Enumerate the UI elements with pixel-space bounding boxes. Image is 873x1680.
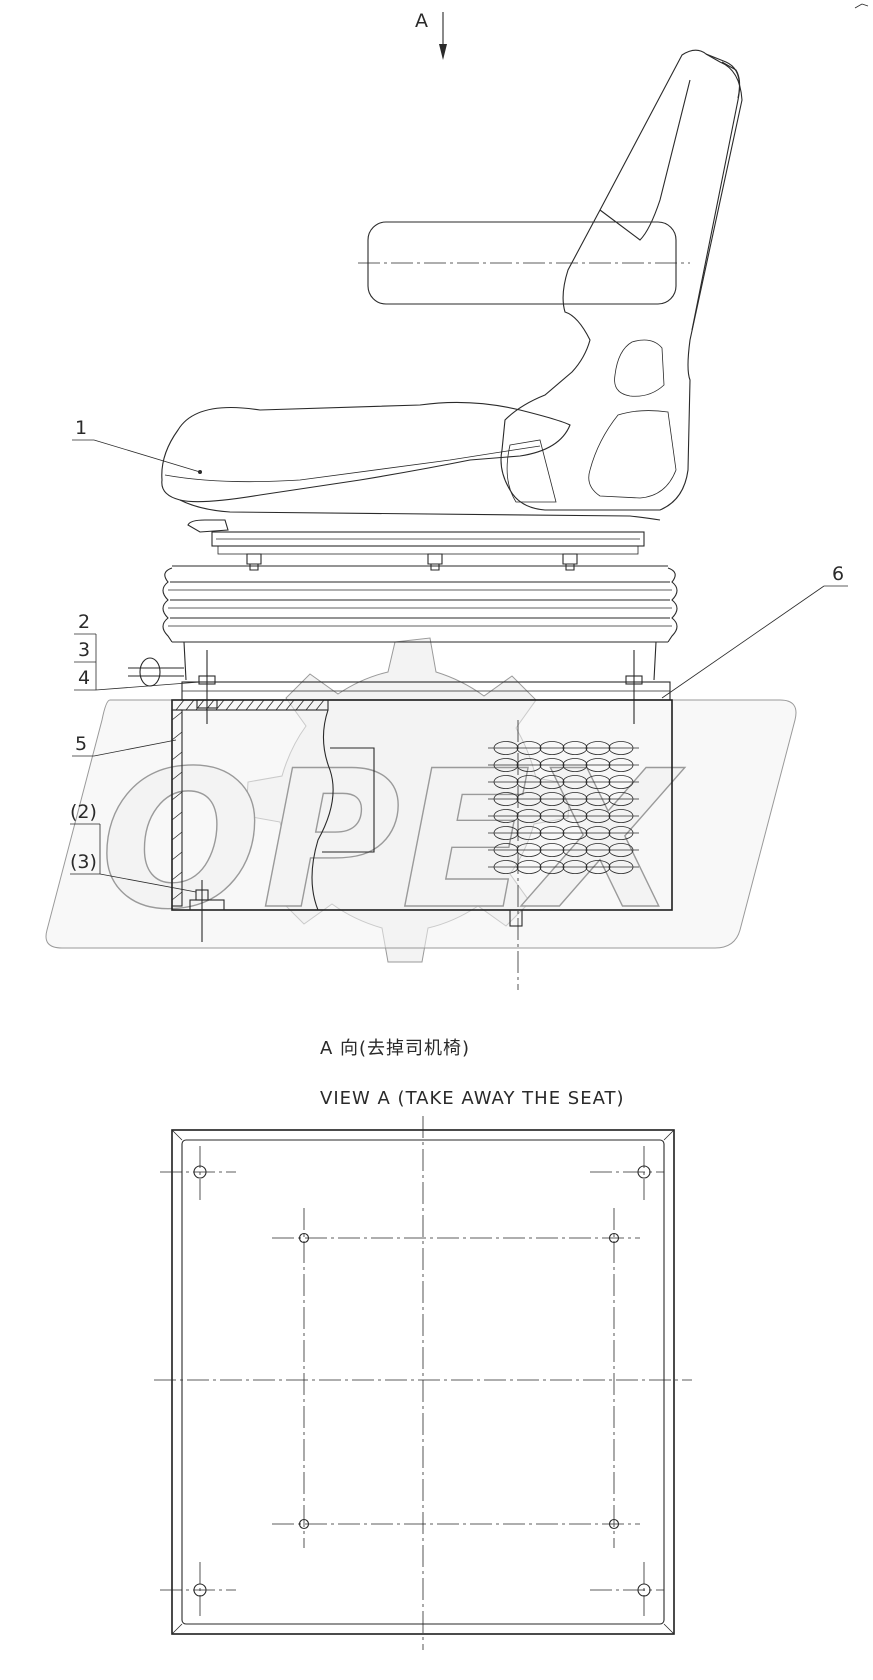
callout-5: 5 [75, 733, 87, 755]
rail-bolts [246, 553, 578, 571]
callout-3: 3 [78, 639, 90, 661]
callout-1: 1 [75, 417, 87, 439]
view-a-plan [154, 1116, 692, 1650]
view-marker-a: A [415, 10, 428, 32]
view-caption-en: VIEW A (TAKE AWAY THE SEAT) [320, 1088, 625, 1109]
vent-grid [488, 741, 639, 874]
callout-2-paren: (2) [70, 801, 97, 823]
view-caption-cn: A 向(去掉司机椅) [320, 1038, 470, 1059]
seat-backrest [500, 49, 743, 511]
corner-mark [854, 3, 869, 9]
callout-2: 2 [78, 611, 90, 633]
adjustment-knob [128, 657, 184, 687]
seat-cushion [161, 401, 571, 503]
suspension-bellows [162, 565, 678, 681]
bottom-bolts [189, 880, 523, 942]
plan-holes [193, 1165, 651, 1597]
break-line [311, 709, 334, 911]
arrow-down-icon [439, 44, 447, 60]
top-bolts [196, 650, 643, 724]
box-hatch [171, 699, 329, 907]
callout-3-paren: (3) [70, 851, 97, 873]
watermark-text: OPEX [100, 730, 686, 951]
adjust-lever [187, 519, 229, 533]
view-arrow-a: A [415, 10, 447, 60]
callouts: 1 2 3 4 5 6 (2) (3) [70, 417, 848, 893]
watermark: OPEX [45, 637, 797, 963]
seat-base [171, 650, 673, 990]
callout-4: 4 [78, 667, 90, 689]
callout-6: 6 [832, 563, 844, 585]
seat-assembly [128, 49, 743, 687]
